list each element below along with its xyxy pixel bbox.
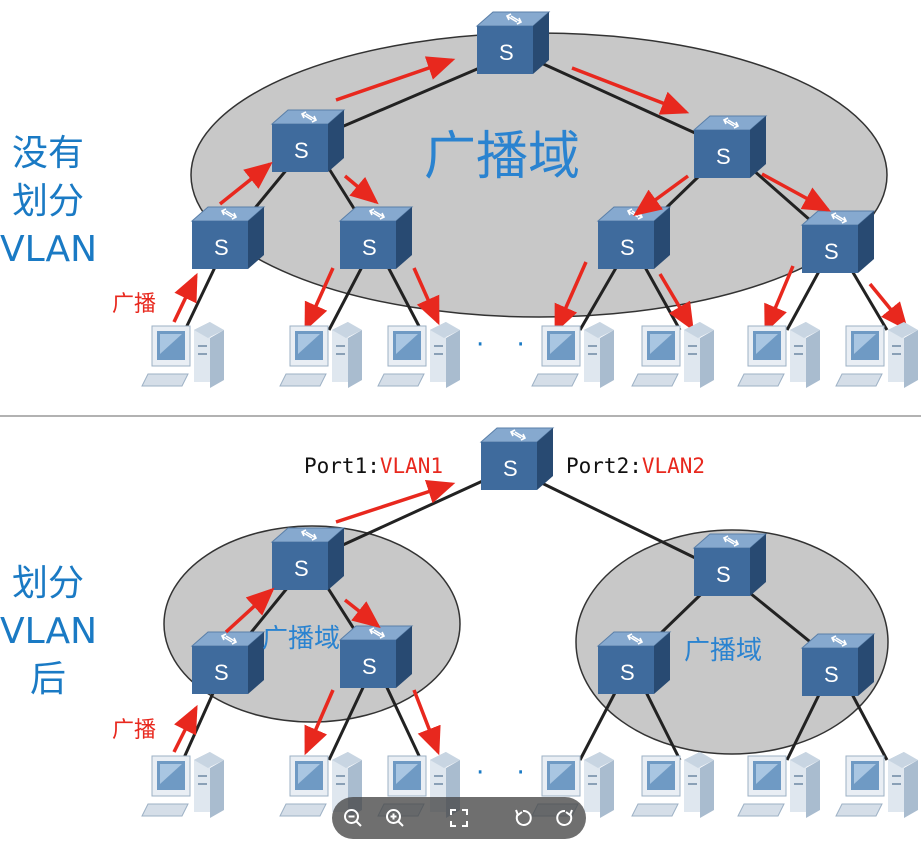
- image-viewer-toolbar: [332, 797, 586, 839]
- top-side-label-line-2: 划分: [11, 181, 84, 222]
- switch-letter: S: [294, 556, 309, 581]
- switch-letter: S: [362, 654, 377, 679]
- bottom-side-label-line-3: 后: [29, 659, 66, 700]
- top-side-label-line-1: 没有: [11, 133, 84, 174]
- top-ellipsis: · ·: [476, 330, 537, 360]
- zoom-in-button[interactable]: [378, 801, 412, 835]
- right-broadcast-domain-ellipse: [575, 529, 889, 755]
- switch-letter: S: [499, 40, 514, 65]
- bottom-ellipsis: · ·: [476, 758, 537, 788]
- bottom-broadcast-label: 广播: [112, 718, 157, 743]
- pc-bottom-6: [737, 751, 821, 819]
- pc-top-2: [279, 321, 363, 389]
- left-broadcast-domain-label: 广播域: [262, 624, 341, 654]
- fullscreen-button[interactable]: [442, 801, 476, 835]
- pc-bottom-7: [835, 751, 919, 819]
- switch-letter: S: [362, 235, 377, 260]
- port1-vlan: VLAN1: [379, 454, 444, 478]
- bottom-side-label-line-2: VLAN: [0, 611, 98, 652]
- top-broadcast-label: 广播: [112, 292, 157, 317]
- fullscreen-icon: [450, 809, 468, 827]
- port2-vlan: VLAN2: [641, 454, 706, 478]
- pc-top-7: [835, 321, 919, 389]
- switch-letter: S: [824, 239, 839, 264]
- pc-top-4: [531, 321, 615, 389]
- bottom-side-label-line-1: 划分: [11, 563, 84, 604]
- rotate-right-button[interactable]: [548, 801, 582, 835]
- port1-prefix: Port1:: [304, 454, 380, 478]
- switch-letter: S: [503, 456, 518, 481]
- switch-letter: S: [716, 562, 731, 587]
- zoom-out-button[interactable]: [336, 801, 370, 835]
- switch-letter: S: [620, 235, 635, 260]
- switch-letter: S: [824, 662, 839, 687]
- rotate-left-icon: [515, 809, 532, 826]
- port2-prefix: Port2:: [566, 454, 642, 478]
- pc-bottom-1: [141, 751, 225, 819]
- switch-letter: S: [214, 235, 229, 260]
- port1-label: Port1:VLAN1: [304, 454, 443, 478]
- zoom-out-icon: [344, 809, 362, 827]
- switch-letter: S: [294, 138, 309, 163]
- rotate-left-button[interactable]: [506, 801, 540, 835]
- bottom-broadcast-arrows: [172, 479, 456, 756]
- pc-top-5: [631, 321, 715, 389]
- pc-top-3: [377, 321, 461, 389]
- pc-bottom-5: [631, 751, 715, 819]
- switch-letter: S: [214, 660, 229, 685]
- bottom-side-label: 划分 VLAN 后: [0, 560, 98, 704]
- port2-label: Port2:VLAN2: [566, 454, 705, 478]
- top-broadcast-arrows: [172, 56, 909, 334]
- rotate-right-icon: [556, 809, 573, 826]
- top-side-label-line-3: VLAN: [0, 229, 98, 270]
- top-side-label: 没有 划分 VLAN: [0, 130, 98, 274]
- switch-letter: S: [716, 144, 731, 169]
- switch-letter: S: [620, 660, 635, 685]
- right-broadcast-domain-label: 广播域: [684, 636, 763, 666]
- top-broadcast-domain-label: 广播域: [424, 127, 581, 187]
- pc-top-1: [141, 321, 225, 389]
- pc-top-6: [737, 321, 821, 389]
- zoom-in-icon: [386, 809, 404, 827]
